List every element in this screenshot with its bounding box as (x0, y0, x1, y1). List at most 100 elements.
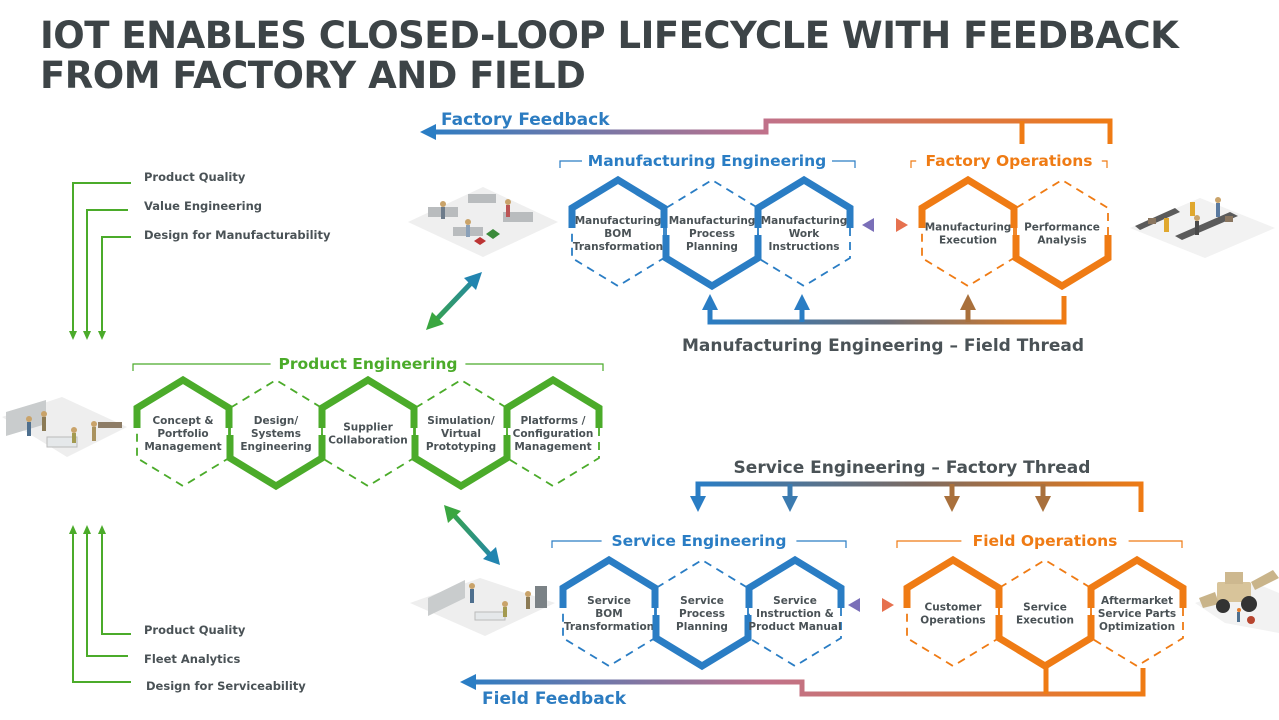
engineering-office-illustration (408, 187, 558, 257)
hex-label: Customer (925, 602, 983, 614)
hex-label: Configuration (513, 428, 594, 440)
top-feedback-arrows (69, 182, 131, 340)
hex-label: Manufacturing (669, 215, 756, 227)
manufacturing-engineering-section: Manufacturing EngineeringManufacturingBO… (559, 152, 856, 291)
hex-label: Systems (251, 428, 301, 440)
hex-label: Optimization (1099, 621, 1175, 633)
product-to-mfg-double-arrow (426, 272, 482, 330)
factory-operations-title: Factory Operations (925, 152, 1092, 170)
arrow-up-icon (702, 294, 718, 310)
mfg-field-thread-connector (702, 294, 1067, 325)
side-label-product-quality-bottom: Product Quality (144, 623, 246, 637)
hex-label: Planning (686, 241, 738, 253)
hex-label: Service (1023, 602, 1067, 614)
arrow-down-icon (944, 496, 960, 512)
hex-label: Process (679, 608, 725, 620)
sections-layer: Manufacturing EngineeringManufacturingBO… (132, 152, 1187, 671)
arrow-up-icon (98, 525, 106, 534)
arrow-up-icon (83, 525, 91, 534)
service-engineering-office-illustration (410, 578, 555, 636)
hex-label: Process (689, 228, 735, 240)
hex-label: Instructions (768, 241, 839, 253)
hex-label: Performance (1024, 222, 1100, 234)
svc-factory-thread-connector (690, 481, 1144, 512)
hex-label: Supplier (343, 422, 393, 434)
section-bracket-left (910, 160, 917, 168)
hex-label: Manufacturing (925, 222, 1012, 234)
hex-label: Product Manual (748, 621, 841, 633)
hex-label: Service (587, 595, 631, 607)
field-operations-section: Field OperationsCustomerOperationsServic… (896, 532, 1187, 671)
side-label-dfs: Design for Serviceability (146, 679, 306, 693)
arrow-down-icon (1035, 496, 1051, 512)
hex-label: Planning (676, 621, 728, 633)
bottom-feedback-arrows (69, 525, 131, 683)
arrow-up-icon (69, 525, 77, 534)
section-bracket-right (465, 363, 604, 371)
hex-label: Instruction & (756, 608, 834, 620)
hex-label: Manufacturing (761, 215, 848, 227)
hex-label: Analysis (1037, 235, 1086, 247)
mfg-field-thread-label: Manufacturing Engineering – Field Thread (682, 336, 1084, 356)
hex-label: Operations (920, 615, 985, 627)
arrow-up-icon (960, 294, 976, 310)
hex-label: Service Parts (1098, 608, 1176, 620)
hex-label: Management (144, 441, 221, 453)
hex-label: Transformation (573, 241, 663, 253)
section-bracket-right (1128, 540, 1183, 548)
arrow-down-icon (690, 496, 706, 512)
arrow-down-icon (83, 331, 91, 340)
service-engineering-title: Service Engineering (611, 532, 786, 550)
factory-operations-section: Factory OperationsManufacturingExecution… (910, 152, 1112, 291)
section-bracket-left (896, 540, 962, 548)
arrow-down-icon (69, 331, 77, 340)
hex-label: BOM (595, 608, 622, 620)
hex-label: Design/ (254, 415, 299, 427)
hex-label: Collaboration (328, 435, 408, 447)
factory-robots-illustration (1130, 197, 1275, 258)
hex-label: Prototyping (426, 441, 496, 453)
side-label-value-engineering: Value Engineering (144, 199, 262, 213)
side-label-fleet-analytics: Fleet Analytics (144, 652, 240, 666)
field-operations-title: Field Operations (973, 532, 1118, 550)
section-bracket-left (132, 363, 271, 371)
manufacturing-engineering-title: Manufacturing Engineering (588, 152, 826, 170)
page-title: IOT ENABLES CLOSED-LOOP LIFECYCLE WITH F… (40, 14, 1179, 96)
field-feedback-label: Field Feedback (482, 689, 627, 709)
hex-label: Service (680, 595, 724, 607)
section-bracket-right (832, 160, 856, 168)
hex-label: Simulation/ (427, 415, 495, 427)
section-bracket-left (559, 160, 582, 168)
title-line-1: IOT ENABLES CLOSED-LOOP LIFECYCLE WITH F… (40, 14, 1179, 57)
hex-label: Execution (1016, 615, 1074, 627)
factory-feedback-connector (420, 118, 1113, 144)
section-bracket-right (1101, 160, 1108, 168)
svc-factory-thread-label: Service Engineering – Factory Thread (734, 458, 1091, 478)
hex-label: Execution (939, 235, 997, 247)
service-engineering-section: Service EngineeringServiceBOMTransformat… (551, 532, 847, 671)
product-engineering-office-illustration (2, 397, 127, 457)
arrow-down-icon (98, 331, 106, 340)
hex-label: Manufacturing (575, 215, 662, 227)
backhoe-loader-illustration (1195, 570, 1279, 633)
hex-label: Work (789, 228, 821, 240)
side-label-product-quality-top: Product Quality (144, 170, 246, 184)
hex-label: Management (514, 441, 591, 453)
hex-label: Portfolio (157, 428, 208, 440)
